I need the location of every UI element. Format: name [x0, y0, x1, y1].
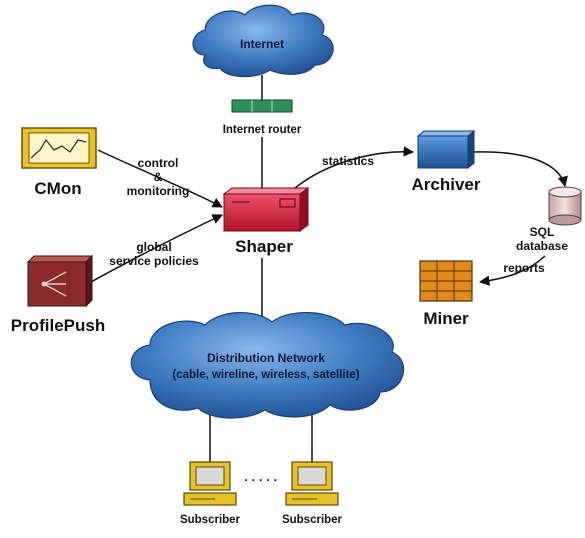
miner-node: Miner	[419, 260, 473, 328]
distribution-network-label: Distribution Network	[207, 351, 325, 365]
distribution-network-sublabel: (cable, wireline, wireless, satellite)	[172, 369, 359, 381]
control-label: control	[138, 156, 179, 170]
subscriber-right-label: Subscriber	[282, 514, 343, 526]
subscriber-right: Subscriber	[282, 461, 343, 526]
database-label: database	[516, 239, 568, 253]
edge-profilepush-shaper	[81, 214, 223, 288]
distribution-network-cloud: Distribution Network (cable, wireline, w…	[130, 311, 405, 419]
service-policies-label: service policies	[109, 254, 199, 268]
edge-sql-miner	[478, 255, 546, 286]
archiver-node: Archiver	[412, 129, 481, 194]
ampersand-label: &	[154, 170, 163, 184]
edge-archiver-sql	[471, 151, 568, 188]
edge-cmon-shaper	[97, 149, 223, 208]
sql-database-node: SQL database	[516, 186, 582, 253]
profilepush-edge-label: global service policies	[109, 240, 199, 268]
router-label: Internet router	[223, 124, 302, 136]
subscribers-ellipsis: · · · · ·	[244, 473, 277, 487]
shaper-node: Shaper	[222, 187, 310, 256]
shaper-label: Shaper	[235, 237, 293, 256]
internet-router: Internet router	[223, 99, 302, 136]
reports-label: reports	[503, 261, 545, 275]
statistics-label: statistics	[322, 154, 374, 168]
router-icon	[231, 99, 293, 113]
profilepush-label: ProfilePush	[11, 316, 105, 335]
archiver-label: Archiver	[412, 175, 481, 194]
sql-label: SQL	[530, 225, 555, 239]
internet-cloud: Internet	[192, 4, 334, 78]
subscriber-left-label: Subscriber	[180, 514, 241, 526]
database-icon	[548, 186, 582, 226]
internet-label: Internet	[240, 37, 284, 51]
shaper-icon	[223, 193, 301, 232]
global-label: global	[136, 240, 171, 254]
miner-label: Miner	[423, 309, 469, 328]
computer-icon	[285, 461, 339, 506]
subscriber-left: Subscriber	[180, 461, 241, 526]
computer-icon	[183, 461, 237, 506]
edge-shaper-archiver	[294, 146, 415, 189]
archiver-icon	[417, 135, 469, 169]
monitoring-label: monitoring	[127, 184, 190, 198]
connections	[81, 75, 568, 462]
cmon-node: CMon	[21, 127, 97, 198]
profilepush-node: ProfilePush	[11, 254, 105, 335]
cmon-label: CMon	[34, 179, 81, 198]
cmon-edge-label: control & monitoring	[127, 156, 190, 198]
miner-table-icon	[419, 260, 473, 302]
